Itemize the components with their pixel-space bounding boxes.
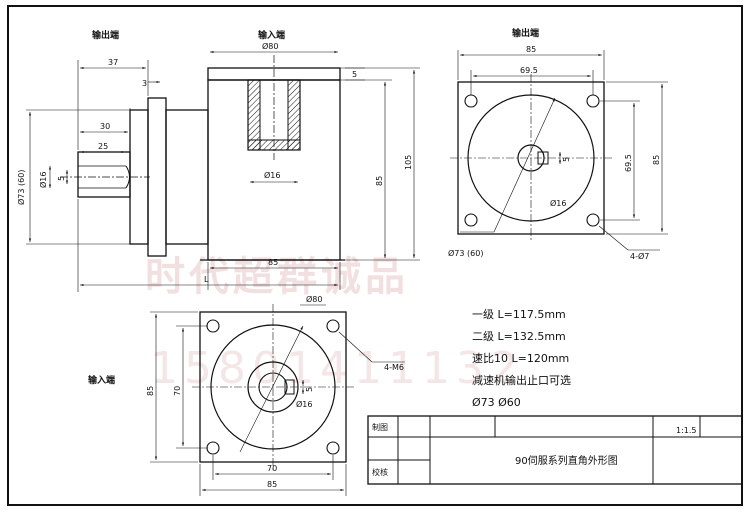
side-view <box>26 50 420 292</box>
dim-105: 105 <box>404 155 413 170</box>
output-shaft <box>77 151 131 198</box>
note-line-4: 减速机输出止口可选 <box>472 373 571 387</box>
dim-30: 30 <box>100 122 110 131</box>
title-block <box>367 415 743 485</box>
note-line-1: 一级 L=117.5mm <box>472 308 566 321</box>
gearbox-housing <box>165 109 209 245</box>
mount-hole-bl <box>464 213 478 227</box>
dim-4-M6: 4-M6 <box>384 363 404 372</box>
title-drawn-label: 制图 <box>372 422 388 432</box>
dim-69-5-top: 69.5 <box>520 66 538 75</box>
watermark-company: 时代超群诚品 <box>145 254 409 300</box>
dim-phi80-bottom: Ø80 <box>306 294 322 304</box>
drawing-title: 90伺服系列直角外形图 <box>515 454 618 467</box>
dim-85-vertical: 85 <box>375 176 384 186</box>
side-input-label: 输入端 <box>258 29 285 41</box>
dim-70-vertical: 70 <box>173 386 182 396</box>
note-line-5: Ø73 Ø60 <box>472 396 521 409</box>
dim-85-top: 85 <box>526 45 536 54</box>
dim-phi16-bore: Ø16 <box>264 170 280 180</box>
right-view <box>450 50 668 251</box>
watermark-phone: 15801411132 <box>150 343 524 394</box>
dim-25: 25 <box>98 142 108 151</box>
dim-85-horizontal: 85 <box>268 258 278 267</box>
dim-85-right: 85 <box>652 155 661 165</box>
dim-phi73-right: Ø73 (60) <box>448 248 483 258</box>
dim-L: L <box>204 275 209 284</box>
mount-hole-tr <box>586 94 600 108</box>
bottom-view <box>150 304 405 496</box>
mount-hole-tl <box>464 94 478 108</box>
dim-5-bottom: 5 <box>305 387 314 392</box>
dim-3: 3 <box>142 79 147 88</box>
dim-69-5-vertical: 69.5 <box>624 154 633 172</box>
dim-5-right-keyway: 5 <box>562 157 571 162</box>
output-flange-step <box>147 97 167 257</box>
bottom-input-label: 输入端 <box>88 374 115 386</box>
dim-phi16-bottom: Ø16 <box>296 399 312 409</box>
dim-37: 37 <box>108 58 118 67</box>
tap-hole-bl <box>206 441 220 455</box>
dim-85-bottom-vertical: 85 <box>146 386 155 396</box>
note-line-3: 速比10 L=120mm <box>472 352 569 365</box>
side-output-label: 输出端 <box>92 29 119 41</box>
drawing-scale: 1:1.5 <box>676 426 697 435</box>
right-output-label: 输出端 <box>512 27 539 39</box>
tap-hole-br <box>326 441 340 455</box>
dim-phi80-top: Ø80 <box>262 41 278 51</box>
dim-phi16-right: Ø16 <box>550 198 566 208</box>
tap-hole-tl <box>206 319 220 333</box>
note-line-2: 二级 L=132.5mm <box>472 330 566 343</box>
sheet-border <box>7 5 743 506</box>
title-checked-label: 校核 <box>372 467 388 477</box>
mount-hole-br <box>586 213 600 227</box>
dim-85-bottom-horizontal: 85 <box>267 480 277 489</box>
dim-70-horizontal: 70 <box>267 464 277 473</box>
dim-phi73: Ø73 (60) <box>16 170 26 205</box>
dim-phi16-shaft: Ø16 <box>38 172 48 188</box>
tap-hole-tr <box>326 319 340 333</box>
dim-5-flange: 5 <box>352 70 357 79</box>
dim-4-phi7: 4-Ø7 <box>630 251 649 261</box>
dim-5-keyway: 5 <box>57 176 66 181</box>
